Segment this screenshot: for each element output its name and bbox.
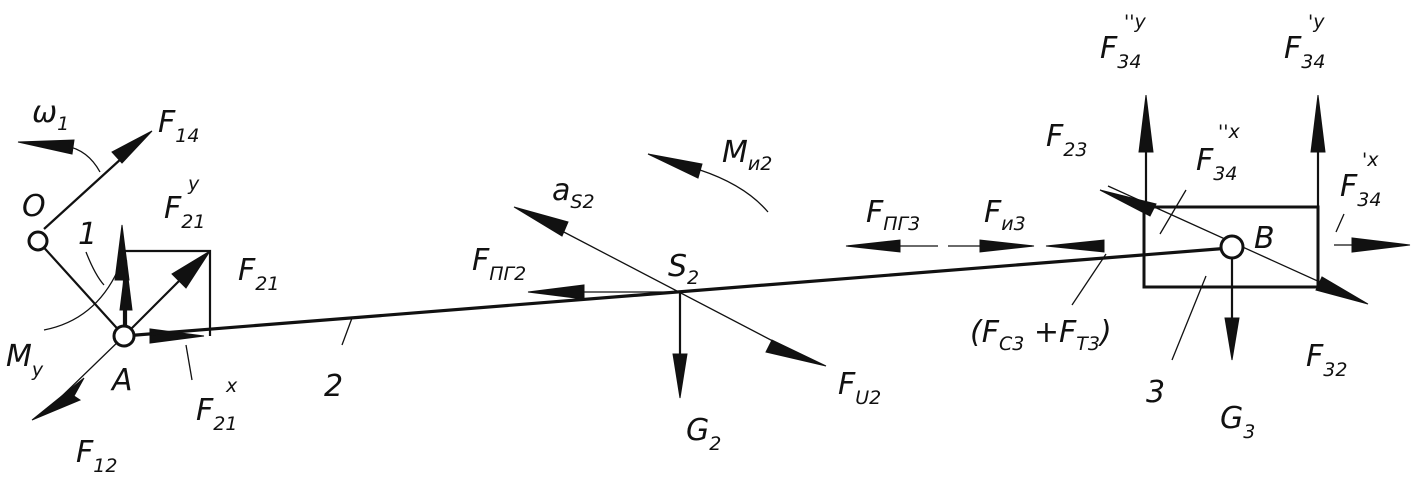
force-FU2-arrowhead xyxy=(765,339,827,367)
label-B: B xyxy=(1254,221,1275,256)
label-My: My xyxy=(6,339,44,381)
force-F34py-arrowhead xyxy=(1310,94,1326,153)
force-F34ppy-arrowhead xyxy=(1138,94,1154,153)
force-G3-arrowhead xyxy=(1224,317,1240,361)
label-2-leader xyxy=(341,317,353,346)
force-FPG3-arrowhead xyxy=(845,239,901,253)
force-Fi3-arrowhead xyxy=(979,239,1035,253)
label-FC3-FT3: (FC3 +FT3) xyxy=(970,315,1112,355)
force-F14-arrowhead xyxy=(111,130,153,164)
My-arc xyxy=(43,269,119,331)
aS2-FU2-axis xyxy=(559,229,791,351)
force-F12-line xyxy=(59,335,125,399)
label-G2: G2 xyxy=(686,413,721,455)
label-F21x-sup: x xyxy=(225,375,238,397)
force-FPG2-arrowhead xyxy=(527,284,585,300)
label-2: 2 xyxy=(324,369,343,404)
label-A: A xyxy=(110,363,133,398)
joint-A xyxy=(112,324,136,348)
label-F34px-sup: 'x xyxy=(1362,149,1379,171)
label-F21y-sup: y xyxy=(187,173,200,195)
force-F23-arrowhead xyxy=(1099,189,1157,217)
label-F21x: F21 xyxy=(196,393,237,435)
label-aS2: aS2 xyxy=(552,173,595,213)
label-F12: F12 xyxy=(76,435,117,477)
force-F32-arrowhead xyxy=(1315,276,1369,305)
label-F32: F32 xyxy=(1306,339,1347,381)
label-S2: S2 xyxy=(668,249,699,289)
force-F21-arrowhead xyxy=(171,250,211,289)
label-G3: G3 xyxy=(1220,401,1255,443)
joint-B xyxy=(1219,234,1245,260)
label-FPG2: FПГ2 xyxy=(472,243,526,285)
label-3-leader xyxy=(1171,275,1207,361)
crank-link-1 xyxy=(37,240,125,337)
label-1-leader xyxy=(85,251,105,286)
label-omega1: ω1 xyxy=(32,95,69,135)
label-O: O xyxy=(22,189,46,224)
label-1: 1 xyxy=(78,217,97,252)
label-F34px: F34 xyxy=(1340,169,1381,211)
label-F21: F21 xyxy=(238,253,279,295)
force-G2-arrowhead xyxy=(672,353,688,399)
force-FC3-FT3-arrowhead xyxy=(1045,239,1105,253)
label-Mi2: Mи2 xyxy=(722,135,772,175)
omega1-arrowhead xyxy=(17,139,75,155)
Mi2-arrowhead xyxy=(647,153,703,179)
label-3: 3 xyxy=(1146,375,1165,410)
label-F34ppy-sup: ''y xyxy=(1124,11,1146,33)
acceleration-aS2-arrowhead xyxy=(513,206,569,237)
label-FU2: FU2 xyxy=(838,367,881,409)
force-F12-arrowhead xyxy=(31,377,85,421)
F34px-leader xyxy=(1335,213,1345,233)
F34ppx-leader xyxy=(1159,189,1187,235)
force-F34px-arrowhead xyxy=(1351,237,1411,253)
label-Fi3: Fи3 xyxy=(984,195,1026,235)
label-F34ppy: F34 xyxy=(1100,31,1141,73)
label-FPG3: FПГ3 xyxy=(866,195,920,235)
F21x-leader xyxy=(185,344,193,381)
FC3-FT3-leader xyxy=(1071,253,1107,306)
label-F34py-sup: 'y xyxy=(1308,11,1325,33)
Mi2-arc xyxy=(699,169,769,213)
label-F14: F14 xyxy=(158,105,199,147)
joint-O xyxy=(27,230,49,252)
force-F14-line xyxy=(43,157,123,230)
label-F34ppx: F34 xyxy=(1196,143,1237,185)
label-F34py: F34 xyxy=(1284,31,1325,73)
label-F23: F23 xyxy=(1046,119,1087,161)
label-F34ppx-sup: ''x xyxy=(1218,121,1240,143)
label-F21y: F21 xyxy=(164,191,205,233)
force-F21-diagonal xyxy=(123,271,189,337)
force-F21y-arrowhead-2 xyxy=(119,261,133,311)
